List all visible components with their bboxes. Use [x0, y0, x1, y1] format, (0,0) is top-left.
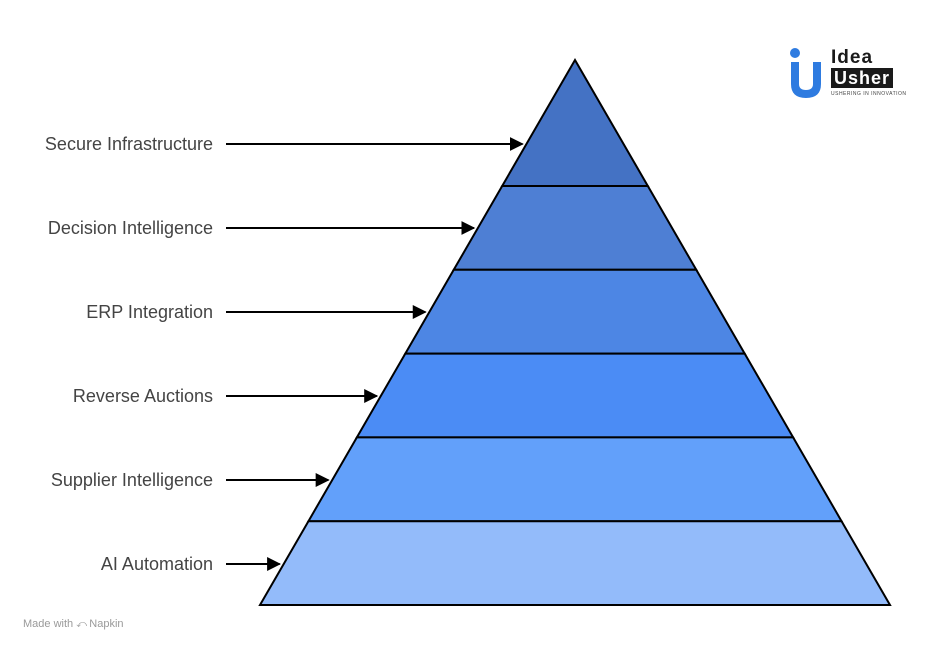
footer-brand: Napkin	[89, 618, 124, 630]
layer-label-erp-integration: ERP Integration	[86, 302, 213, 322]
pyramid-layer-supplier-intelligence	[306, 436, 844, 523]
footer-made-with: Made with	[23, 618, 74, 630]
layer-label-reverse-auctions: Reverse Auctions	[72, 386, 213, 406]
pyramid-layer-decision-intelligence	[452, 185, 698, 271]
logo-mark-icon	[790, 48, 821, 98]
logo-text-idea: Idea	[831, 47, 874, 68]
layer-label-ai-automation: AI Automation	[100, 554, 213, 574]
footer-credit: Made with ⤺ Napkin	[23, 618, 124, 630]
idea-usher-logo: Idea Usher USHERING IN INNOVATION	[787, 46, 917, 102]
layer-label-decision-intelligence: Decision Intelligence	[47, 218, 213, 238]
layer-label-secure-infrastructure: Secure Infrastructure	[44, 134, 213, 154]
napkin-icon: ⤺	[76, 619, 87, 630]
logo-tagline: USHERING IN INNOVATION	[831, 91, 907, 97]
pyramid-layer-erp-integration	[403, 268, 747, 355]
pyramid-layer-secure-infrastructure	[500, 58, 650, 187]
pyramid-layer-ai-automation	[258, 520, 892, 606]
pyramid-layer-reverse-auctions	[355, 352, 795, 439]
layer-label-supplier-intelligence: Supplier Intelligence	[50, 470, 213, 490]
logo-text-usher: Usher	[831, 68, 894, 88]
